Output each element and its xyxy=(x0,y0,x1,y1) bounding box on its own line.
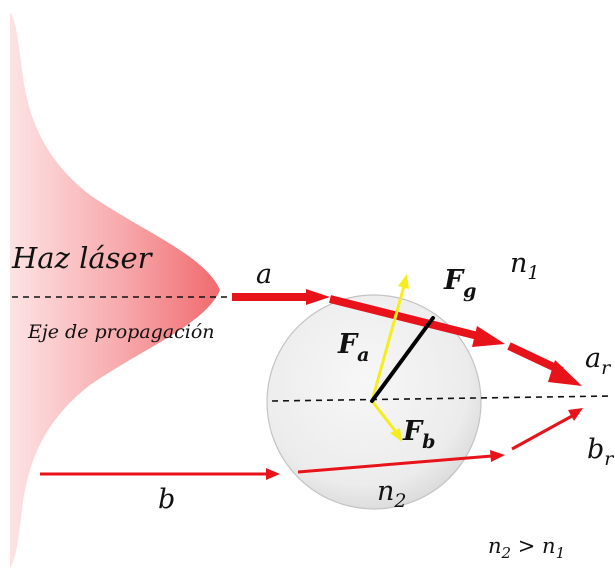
index-condition-label: n2 > n1 xyxy=(488,534,565,562)
ray-b-inside xyxy=(297,450,505,474)
force-a-label: Fa xyxy=(337,329,369,366)
ray-a xyxy=(232,289,330,305)
ray-a-inside xyxy=(329,295,505,347)
force-g-label: Fg xyxy=(443,265,476,302)
ray-br-exit xyxy=(511,408,583,451)
ray-ar-exit xyxy=(507,342,582,386)
n2-label: n2 xyxy=(377,476,406,512)
axis-label: Eje de propagación xyxy=(27,321,215,343)
ray-br-label: br xyxy=(587,434,615,470)
force-b-arrow xyxy=(370,400,402,442)
sphere-center-axis-line xyxy=(271,395,613,402)
ray-a-label: a xyxy=(256,259,272,290)
force-b-label: Fb xyxy=(402,416,435,453)
ray-b-label: b xyxy=(158,484,175,515)
ray-ar-label: ar xyxy=(585,343,612,379)
gaussian-beam-profile xyxy=(10,12,220,568)
force-a-arrow xyxy=(370,274,409,402)
net-force-g-arrow xyxy=(370,316,435,403)
ray-b xyxy=(40,468,280,480)
beam-label: Haz láser xyxy=(11,241,154,275)
n1-label: n1 xyxy=(510,248,539,284)
